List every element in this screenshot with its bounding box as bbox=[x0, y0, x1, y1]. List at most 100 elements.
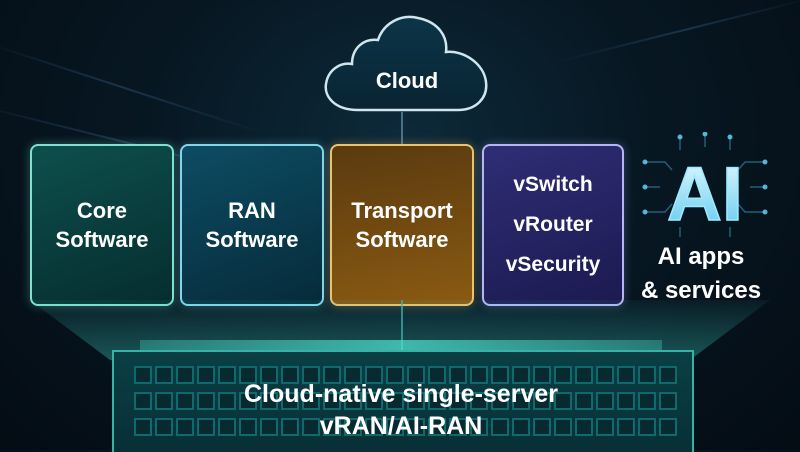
server-slot bbox=[407, 392, 425, 410]
server-slot bbox=[176, 392, 194, 410]
background-streak bbox=[559, 0, 800, 62]
server-slot bbox=[134, 418, 152, 436]
server-slot bbox=[155, 366, 173, 384]
ai-icon-text: AI bbox=[667, 152, 743, 237]
server-slot bbox=[134, 366, 152, 384]
server-slot bbox=[554, 366, 572, 384]
server-slot bbox=[197, 418, 215, 436]
card-label-line: RAN bbox=[228, 198, 276, 223]
server-slot bbox=[407, 366, 425, 384]
server-slot bbox=[659, 366, 677, 384]
server-slot bbox=[365, 366, 383, 384]
server-slot bbox=[575, 418, 593, 436]
server-slot bbox=[239, 366, 257, 384]
server-slot bbox=[533, 366, 551, 384]
server-slot bbox=[218, 366, 236, 384]
server-slot bbox=[197, 392, 215, 410]
transport-software-card: Transport Software bbox=[330, 144, 474, 306]
server-slot bbox=[533, 392, 551, 410]
server-slot bbox=[260, 418, 278, 436]
server-slot bbox=[323, 418, 341, 436]
server-slot bbox=[470, 418, 488, 436]
server-slot bbox=[344, 366, 362, 384]
card-label-line: Core bbox=[76, 198, 128, 223]
server-slot bbox=[449, 366, 467, 384]
server-slot bbox=[302, 392, 320, 410]
server-slot bbox=[344, 418, 362, 436]
ran-software-card: RAN Software bbox=[180, 144, 324, 306]
server-slot bbox=[323, 392, 341, 410]
server-slot bbox=[659, 418, 677, 436]
server-slot bbox=[554, 418, 572, 436]
server-slot bbox=[134, 392, 152, 410]
server-slot bbox=[575, 392, 593, 410]
server-slot bbox=[218, 418, 236, 436]
server-slot bbox=[617, 418, 635, 436]
server-slot bbox=[596, 366, 614, 384]
server-slot bbox=[470, 366, 488, 384]
server-slot bbox=[176, 418, 194, 436]
server-slot bbox=[239, 418, 257, 436]
cloud-label: Cloud bbox=[375, 68, 439, 93]
server-slot bbox=[176, 366, 194, 384]
server-slot bbox=[260, 392, 278, 410]
server-slot bbox=[365, 418, 383, 436]
server-chassis bbox=[112, 350, 694, 452]
server-slot bbox=[197, 366, 215, 384]
ai-chip-icon: AI bbox=[642, 132, 768, 238]
ai-apps-label: AI apps & services bbox=[626, 240, 776, 308]
card-label-line: vRouter bbox=[513, 213, 593, 236]
cloud-node: Cloud bbox=[318, 12, 496, 114]
server-slot bbox=[239, 392, 257, 410]
card-label-line: vSwitch bbox=[513, 173, 593, 196]
cloud-icon bbox=[324, 15, 488, 112]
server-slot bbox=[155, 392, 173, 410]
server-label-line: Cloud-native single-server bbox=[244, 380, 558, 408]
server-slot bbox=[386, 418, 404, 436]
card-label-line: Transport bbox=[351, 198, 453, 223]
server-slot bbox=[323, 366, 341, 384]
server-slot bbox=[386, 366, 404, 384]
core-software-card: Core Software bbox=[30, 144, 174, 306]
cloud-connector-line bbox=[401, 112, 403, 144]
server-slot bbox=[344, 392, 362, 410]
server-slot bbox=[638, 392, 656, 410]
server-slot bbox=[512, 392, 530, 410]
server-slot bbox=[428, 366, 446, 384]
server-slot bbox=[512, 418, 530, 436]
card-label-line: Software bbox=[355, 227, 449, 252]
server-slot bbox=[596, 418, 614, 436]
server-slot bbox=[617, 366, 635, 384]
server-slot bbox=[281, 392, 299, 410]
server-slot bbox=[491, 366, 509, 384]
server-slot bbox=[218, 392, 236, 410]
server-slot bbox=[449, 392, 467, 410]
server-slot bbox=[596, 392, 614, 410]
server-slot bbox=[428, 418, 446, 436]
card-label-line: vSecurity bbox=[505, 253, 601, 276]
server-slot bbox=[386, 392, 404, 410]
card-label-line: Software bbox=[55, 227, 149, 252]
server-label: Cloud-native single-server vRAN/AI-RAN bbox=[112, 378, 690, 442]
server-slot bbox=[302, 366, 320, 384]
ai-apps-line: & services bbox=[640, 277, 762, 304]
server-slot bbox=[512, 366, 530, 384]
virtual-network-card: vSwitch vRouter vSecurity bbox=[482, 144, 624, 306]
server-slot bbox=[260, 366, 278, 384]
server-slot bbox=[491, 418, 509, 436]
server-slot bbox=[554, 392, 572, 410]
server-slot bbox=[638, 366, 656, 384]
server-label-line: vRAN/AI-RAN bbox=[319, 412, 483, 440]
server-slot bbox=[449, 418, 467, 436]
server-slot bbox=[617, 392, 635, 410]
card-label-line: Software bbox=[205, 227, 299, 252]
server-slot bbox=[365, 392, 383, 410]
server-top-glow bbox=[140, 340, 662, 350]
ai-apps-line: AI apps bbox=[657, 243, 745, 270]
server-slot bbox=[533, 418, 551, 436]
server-slot bbox=[638, 418, 656, 436]
server-slot bbox=[575, 366, 593, 384]
server-slot bbox=[281, 418, 299, 436]
server-slot bbox=[491, 392, 509, 410]
